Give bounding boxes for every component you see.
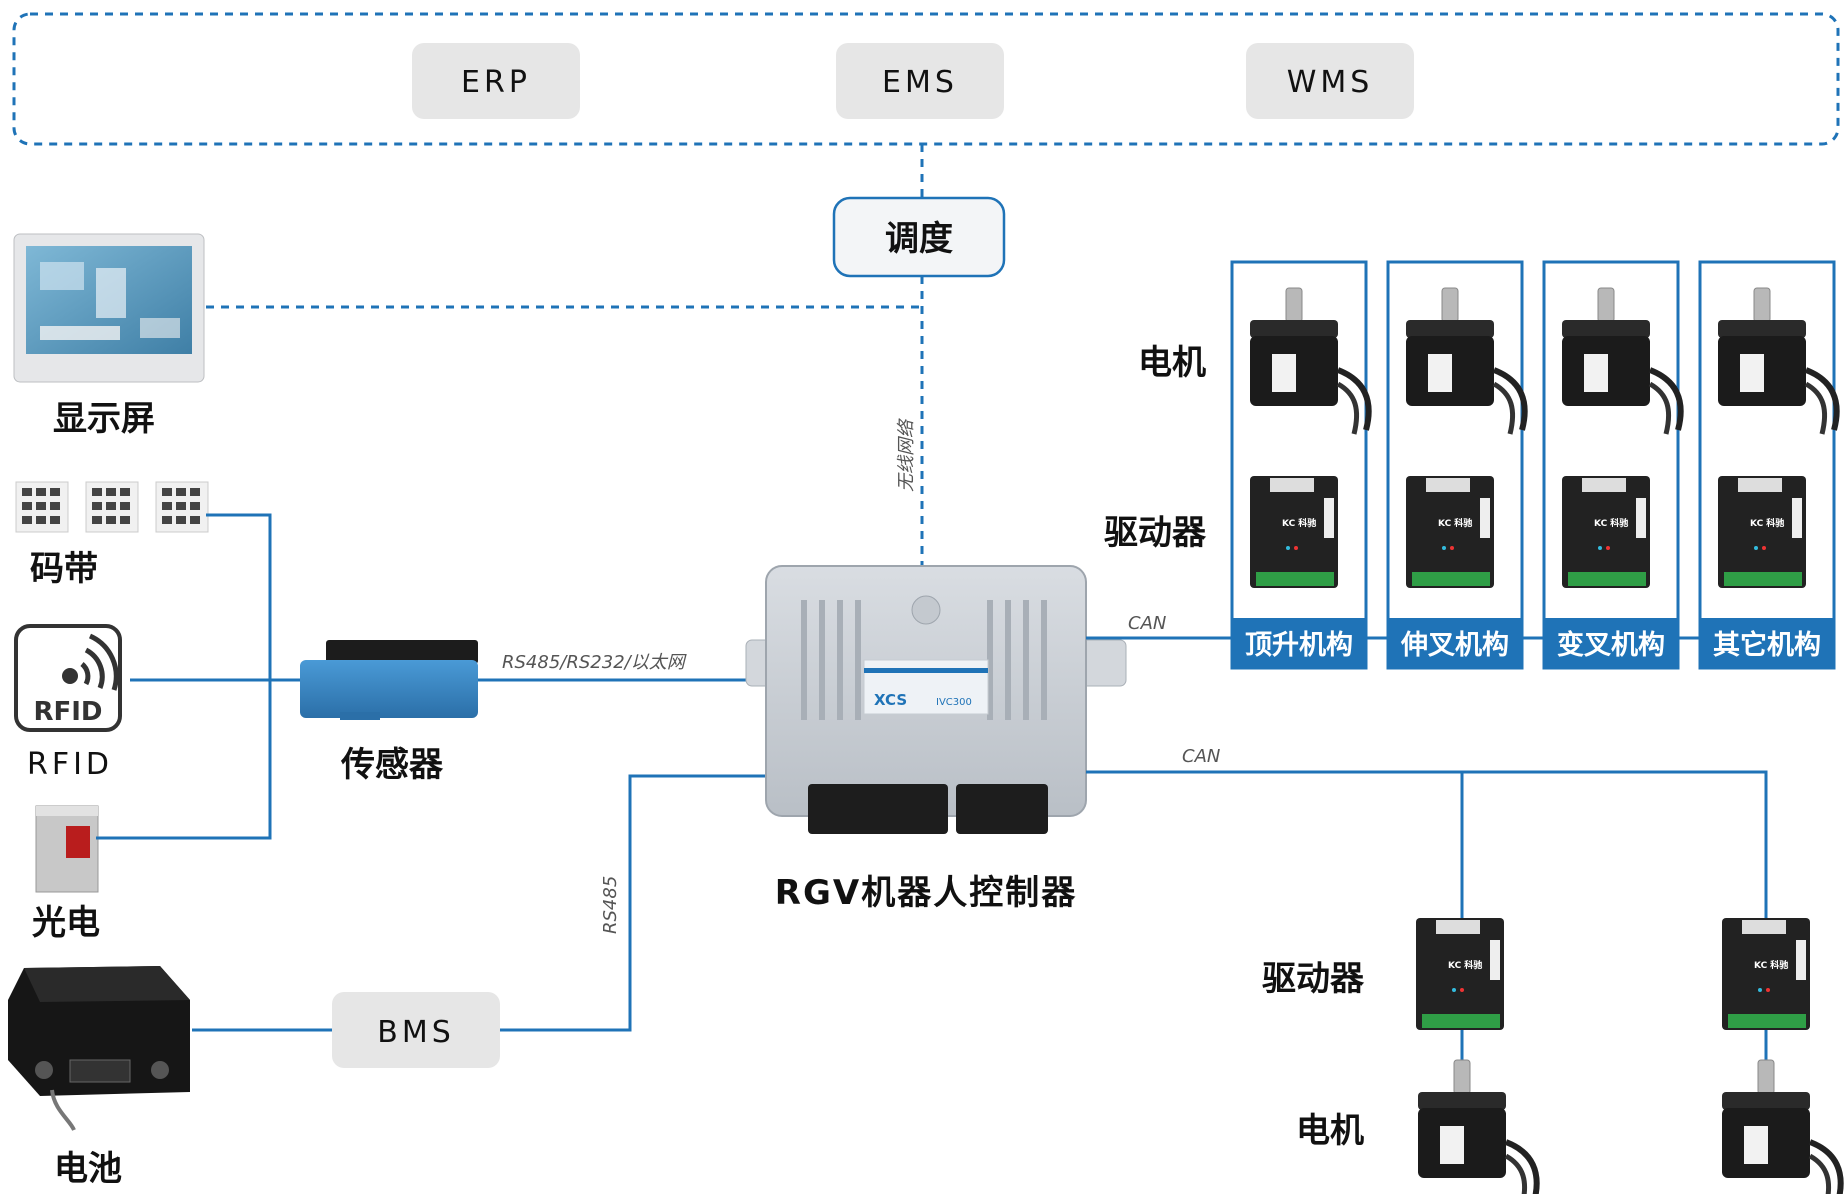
display-label: 显示屏 (53, 399, 155, 439)
photoelectric-image (35, 805, 99, 893)
top-systems-frame (12, 12, 1840, 146)
bottom-driver-label: 驱动器 (1262, 959, 1365, 999)
mechanism-label-other: 其它机构 (1713, 629, 1821, 661)
rfid-label: RFID (27, 747, 113, 782)
battery-label: 电池 (54, 1149, 122, 1189)
mechanism-label-fork: 伸叉机构 (1400, 630, 1509, 661)
can-bottom-label: CAN (1182, 746, 1220, 767)
ems-label: EMS (882, 65, 958, 100)
bottom-motor-image-1 (1418, 1060, 1537, 1194)
sensor-link-label: RS485/RS232/以太网 (502, 652, 687, 673)
mechanism-box-lift: 顶升机构 (1230, 260, 1369, 670)
sensor-label: 传感器 (340, 745, 444, 785)
rfid-icon: RFID (14, 624, 122, 732)
mechanism-box-variable-fork: 变叉机构 (1542, 260, 1681, 670)
mechanism-box-other: 其它机构 (1698, 260, 1837, 670)
bms-link-label: RS485 (600, 876, 621, 934)
controller-image: XCS IVC300 (745, 565, 1127, 834)
dispatch-box: 调度 (832, 196, 1006, 278)
left-bus-line (96, 513, 272, 840)
motor-row-label: 电机 (1138, 343, 1206, 383)
rfid-icon-text: RFID (33, 697, 102, 727)
can-bottom-line (1086, 770, 1768, 918)
bottom-driver-image-1 (1416, 918, 1504, 1030)
erp-label: ERP (461, 65, 531, 100)
bms-pill: BMS (332, 992, 500, 1068)
display-screen-image (13, 233, 205, 383)
mechanism-label-lift: 顶升机构 (1245, 630, 1353, 661)
controller-label: RGV机器人控制器 (775, 873, 1077, 913)
photoelectric-label: 光电 (32, 903, 100, 943)
mechanism-label-variable-fork: 变叉机构 (1557, 629, 1665, 661)
wireless-label: 无线网络 (896, 418, 917, 492)
ems-pill: EMS (836, 43, 1004, 119)
erp-pill: ERP (412, 43, 580, 119)
wms-pill: WMS (1246, 43, 1414, 119)
can-top-label: CAN (1128, 613, 1166, 634)
sensor-image (300, 640, 478, 720)
dispatch-label: 调度 (885, 219, 953, 259)
controller-brand: XCS (874, 691, 907, 709)
driver-row-label: 驱动器 (1104, 513, 1207, 553)
code-strip-label: 码带 (30, 549, 98, 589)
mechanism-box-fork: 伸叉机构 (1386, 260, 1525, 670)
code-strip-image (15, 481, 209, 533)
bottom-motor-label: 电机 (1296, 1111, 1364, 1151)
bottom-driver-image-2 (1722, 918, 1810, 1030)
controller-model: IVC300 (936, 697, 972, 708)
bms-label: BMS (377, 1015, 455, 1050)
battery-image (8, 966, 190, 1131)
wms-label: WMS (1287, 65, 1374, 100)
bottom-motor-image-2 (1722, 1060, 1841, 1194)
bms-to-controller-line (500, 774, 766, 1032)
